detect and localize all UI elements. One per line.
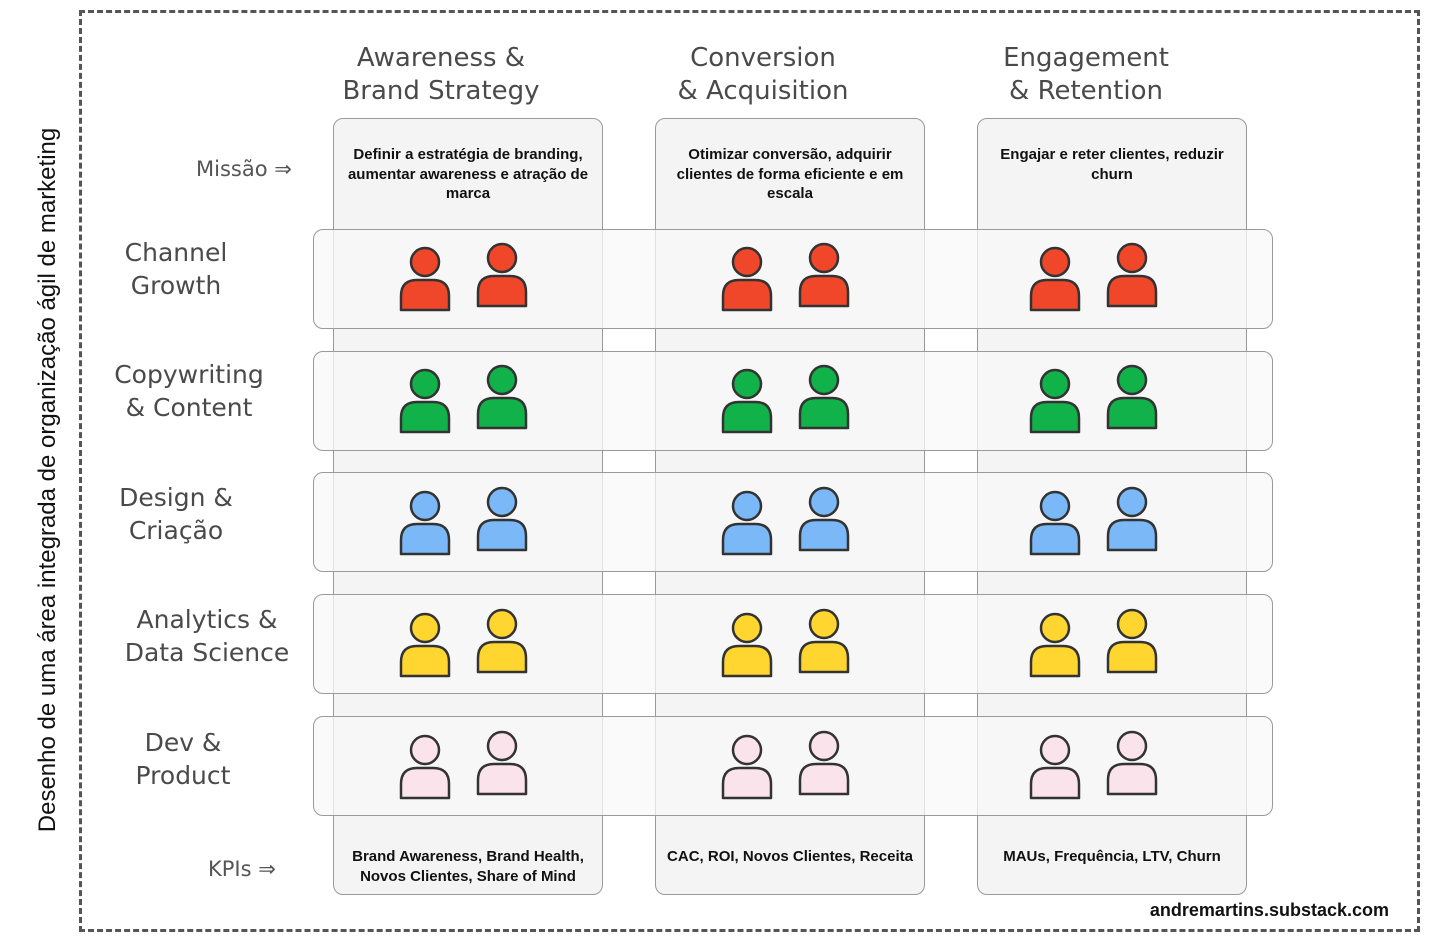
column-header-line2: & Retention (1009, 76, 1163, 106)
row-label-copywriting: Copywriting & Content (79, 358, 299, 424)
row-label-line2: Growth (130, 271, 222, 300)
row-label-line1: Copywriting (114, 360, 264, 389)
person-icon (398, 610, 452, 682)
column-header-line1: Awareness & (356, 43, 526, 73)
mission-awareness: Definir a estratégia de branding, aument… (347, 146, 589, 202)
person-icon (1028, 610, 1082, 682)
mission-label: Missão ⇒ (196, 157, 292, 181)
column-header-line2: Brand Strategy (342, 76, 540, 106)
person-icon (1105, 240, 1159, 312)
person-icon (1105, 606, 1159, 678)
dashed-frame (79, 10, 1420, 932)
mission-engagement: Engajar e reter clientes, reduzir churn (1000, 146, 1224, 183)
column-header-line1: Engagement (1003, 43, 1169, 73)
person-icon (398, 244, 452, 316)
person-icon (720, 244, 774, 316)
person-icon (1028, 488, 1082, 560)
column-header-engagement: Engagement & Retention (951, 42, 1221, 108)
person-icon (1105, 728, 1159, 800)
person-icon (797, 484, 851, 556)
column-header-awareness: Awareness & Brand Strategy (306, 42, 576, 108)
row-label-line1: Design & (119, 483, 233, 512)
mission-conversion: Otimizar conversão, adquirir clientes de… (676, 146, 904, 202)
row-label-line1: Dev & (144, 728, 222, 757)
column-header-conversion: Conversion & Acquisition (628, 42, 898, 108)
row-label-dev-product: Dev & Product (73, 726, 293, 792)
person-icon (1028, 244, 1082, 316)
row-band-dev-product (313, 716, 1273, 816)
person-icon (1028, 732, 1082, 804)
person-icon (475, 606, 529, 678)
person-icon (797, 728, 851, 800)
row-label-design: Design & Criação (66, 481, 286, 547)
person-icon (398, 488, 452, 560)
row-label-line2: Data Science (124, 638, 290, 667)
person-icon (797, 362, 851, 434)
person-icon (1105, 362, 1159, 434)
row-label-line1: Channel (124, 238, 228, 267)
footer-credit: andremartins.substack.com (1149, 900, 1389, 920)
kpi-awareness: Brand Awareness, Brand Health, Novos Cli… (352, 848, 584, 885)
row-label-line2: Criação (128, 516, 224, 545)
row-label-line1: Analytics & (136, 605, 278, 634)
row-label-analytics: Analytics & Data Science (97, 603, 317, 669)
person-icon (398, 366, 452, 438)
kpi-label: KPIs ⇒ (208, 857, 276, 881)
person-icon (398, 732, 452, 804)
person-icon (475, 484, 529, 556)
side-title: Desenho de uma área integrada de organiz… (34, 127, 61, 833)
person-icon (797, 240, 851, 312)
kpi-engagement: MAUs, Frequência, LTV, Churn (1003, 848, 1221, 865)
person-icon (475, 362, 529, 434)
column-header-line1: Conversion (690, 43, 836, 73)
person-icon (720, 488, 774, 560)
row-label-line2: & Content (125, 393, 253, 422)
column-header-line2: & Acquisition (677, 76, 849, 106)
person-icon (797, 606, 851, 678)
person-icon (475, 240, 529, 312)
person-icon (1028, 366, 1082, 438)
person-icon (720, 732, 774, 804)
row-label-channel-growth: Channel Growth (66, 236, 286, 302)
kpi-conversion: CAC, ROI, Novos Clientes, Receita (667, 848, 913, 865)
person-icon (475, 728, 529, 800)
person-icon (720, 366, 774, 438)
row-label-line2: Product (135, 761, 231, 790)
person-icon (1105, 484, 1159, 556)
person-icon (720, 610, 774, 682)
